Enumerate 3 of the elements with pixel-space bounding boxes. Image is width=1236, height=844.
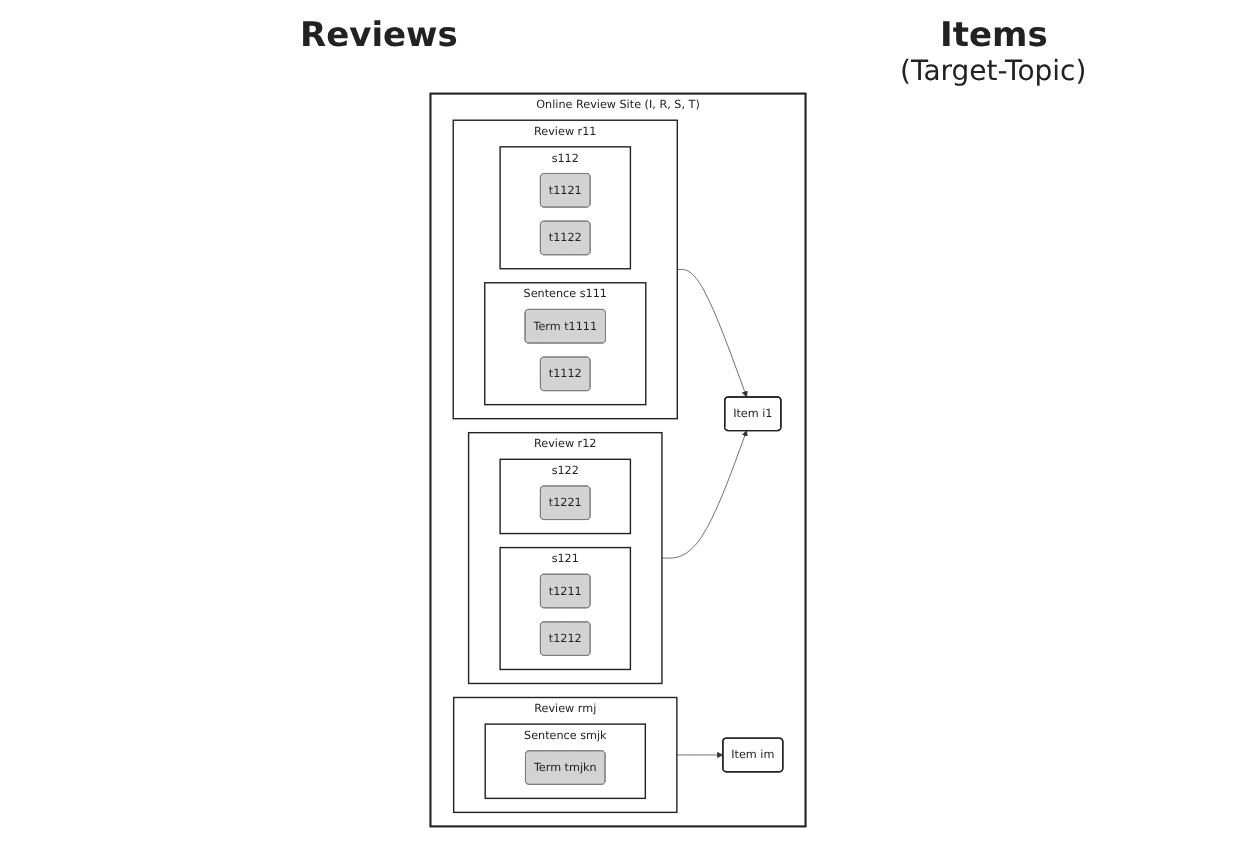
column-heading: Reviews	[300, 16, 458, 56]
column-subheading: (Target-Topic)	[900, 56, 1087, 88]
column-heading: Items	[940, 16, 1048, 56]
